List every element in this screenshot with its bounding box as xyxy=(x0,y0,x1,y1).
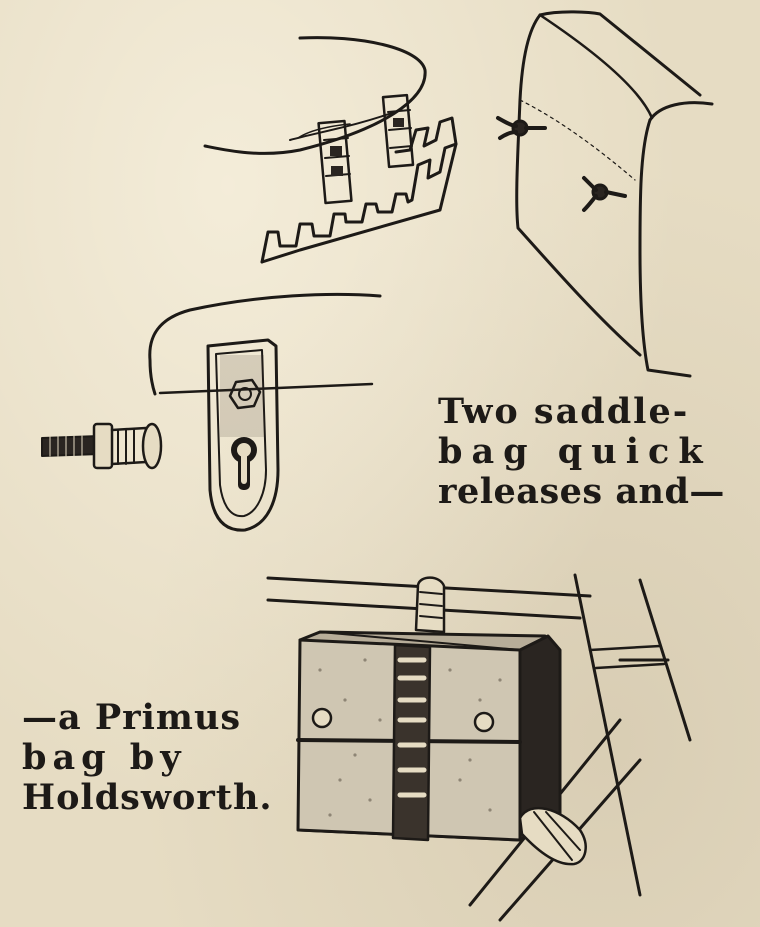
saddle-clip-illustration xyxy=(203,36,458,264)
caption-line: bag by xyxy=(22,737,187,778)
caption-line: —a Primus xyxy=(22,697,242,738)
caption-line: releases and— xyxy=(438,471,725,512)
primus-bag-caption: —a Primus bag by Holdsworth. xyxy=(22,697,273,818)
caption-line: Two saddle- xyxy=(438,391,690,432)
caption-line: bag quick xyxy=(438,431,712,472)
saddlebag-wingnut-illustration xyxy=(496,10,714,378)
primus-bag-illustration xyxy=(266,573,692,922)
caption-line: Holdsworth. xyxy=(22,777,273,818)
keyhole-plate-illustration xyxy=(41,292,382,532)
quick-release-caption: Two saddle- bag quick releases and— xyxy=(438,391,725,512)
